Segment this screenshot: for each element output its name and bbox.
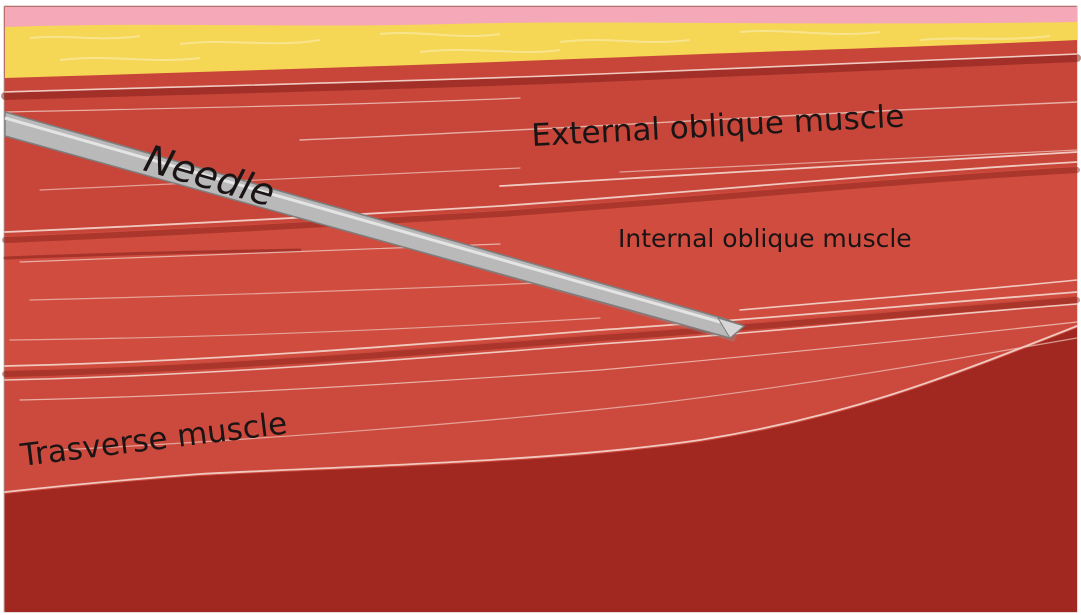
internal-oblique-label: Internal oblique muscle	[618, 224, 912, 253]
